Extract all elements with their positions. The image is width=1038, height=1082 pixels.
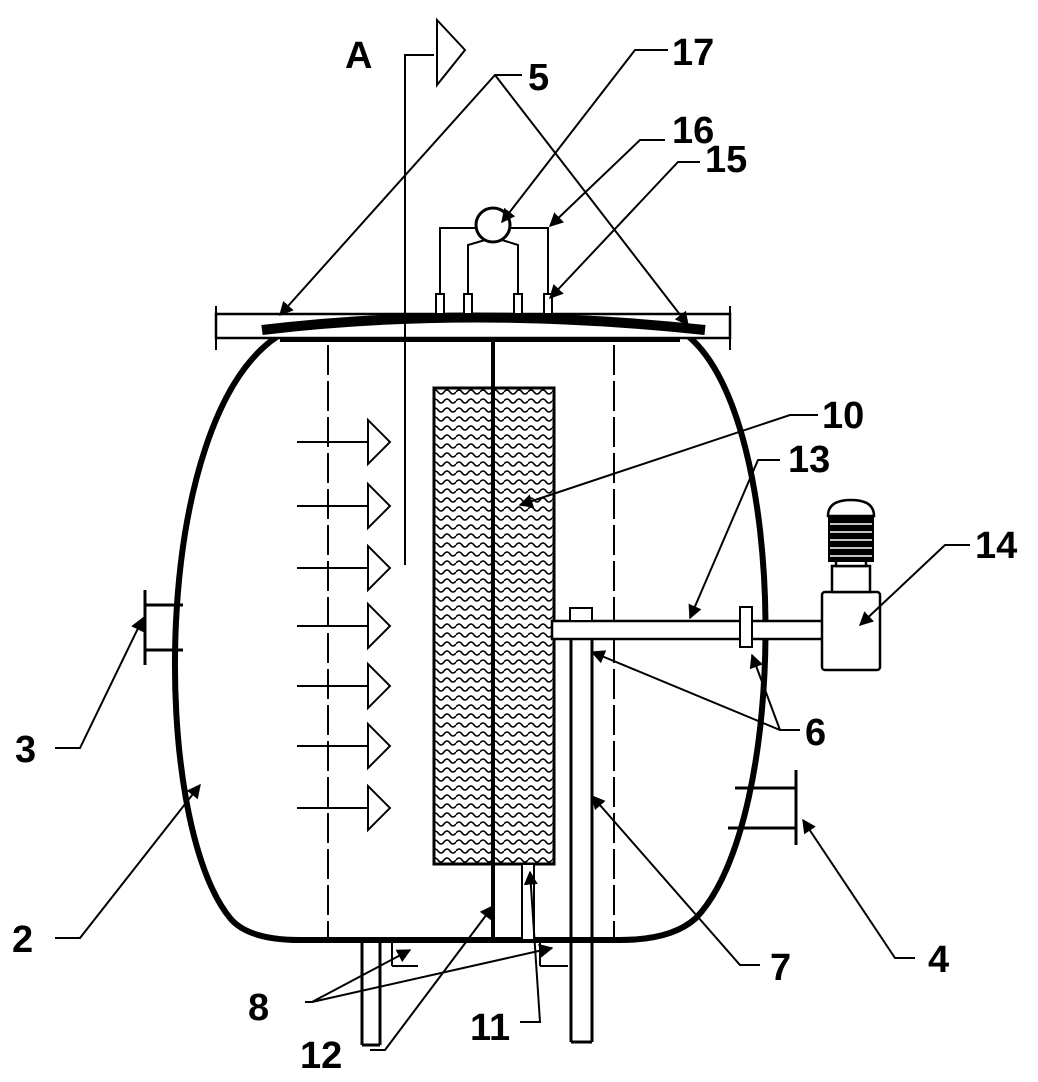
outlet-nozzle: [728, 770, 798, 845]
flow-arrow: [297, 481, 392, 531]
flow-arrow: [297, 721, 392, 771]
label-4: 4: [928, 939, 949, 981]
label-7: 7: [770, 947, 791, 989]
label-5: 5: [528, 57, 549, 99]
tank-shell: [171, 333, 769, 943]
top-lid: [214, 306, 732, 350]
section-marker: A: [345, 35, 372, 77]
label-11: 11: [470, 1007, 510, 1049]
flow-arrow: [297, 783, 392, 833]
label-8: 8: [248, 987, 269, 1029]
label-3: 3: [15, 729, 36, 771]
inlet-nozzle: [143, 590, 183, 665]
label-13: 13: [788, 439, 830, 481]
flow-arrow: [297, 661, 392, 711]
label-10: 10: [822, 395, 864, 437]
flow-arrows: [297, 417, 392, 833]
flow-arrow: [297, 601, 392, 651]
leader-lines: [55, 49, 970, 1051]
pressure-gauge: [435, 206, 553, 315]
flow-arrow: [297, 543, 392, 593]
drive-motor: [820, 498, 882, 672]
flow-arrow: [297, 417, 392, 467]
label-14: 14: [975, 525, 1017, 567]
label-2: 2: [12, 919, 33, 961]
label-15: 15: [705, 139, 747, 181]
vertical-pipe: [569, 640, 594, 1044]
section-line-a: [404, 17, 467, 565]
label-12: 12: [300, 1035, 342, 1077]
label-17: 17: [672, 32, 714, 74]
label-6: 6: [805, 712, 826, 754]
label-16: 16: [672, 110, 714, 152]
